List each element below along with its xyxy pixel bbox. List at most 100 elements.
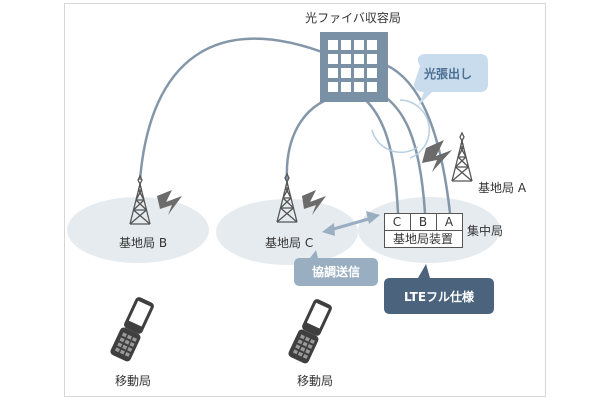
building-window bbox=[328, 54, 338, 64]
building-window bbox=[367, 40, 377, 50]
fiber-station-label: 光ファイバ収容局 bbox=[305, 10, 401, 25]
building-window bbox=[367, 54, 377, 64]
mobile-right-label: 移動局 bbox=[297, 374, 333, 388]
tower-brace bbox=[459, 146, 467, 158]
tower-brace bbox=[457, 156, 469, 168]
building-window bbox=[341, 68, 351, 78]
tower-brace bbox=[133, 209, 151, 225]
tower-brace bbox=[455, 156, 467, 168]
mobile-left-label: 移動局 bbox=[115, 374, 151, 388]
phone-key bbox=[297, 351, 303, 357]
phone-key bbox=[114, 347, 121, 353]
unit-c-label: C bbox=[393, 215, 401, 229]
coordination-arrow bbox=[322, 211, 380, 236]
unit-b-label: B bbox=[419, 215, 427, 229]
callout-lte-full: LTEフル仕様 bbox=[384, 264, 494, 314]
tower-brace bbox=[135, 199, 147, 211]
fiber-line-to-b bbox=[138, 37, 331, 181]
building-window bbox=[367, 68, 377, 78]
phone-key bbox=[304, 336, 310, 342]
phone-key bbox=[124, 352, 130, 357]
phone-lower bbox=[288, 329, 319, 364]
building-window bbox=[328, 68, 338, 78]
phone-key bbox=[300, 346, 306, 352]
tower-brace bbox=[137, 189, 145, 201]
building-window bbox=[341, 40, 351, 50]
tower-brace bbox=[133, 199, 145, 211]
base-station-c-label: 基地局 C bbox=[265, 236, 313, 250]
building-window bbox=[354, 54, 364, 64]
phone-key bbox=[297, 339, 303, 345]
tower-brace bbox=[137, 183, 141, 191]
fiber-line-to-c bbox=[285, 93, 346, 181]
phone-key bbox=[124, 339, 130, 345]
tower-c bbox=[276, 172, 298, 223]
base-station-equipment: C B A 基地局装置 bbox=[384, 213, 463, 248]
base-station-a-label: 基地局 A bbox=[478, 181, 527, 195]
tower-brace bbox=[280, 197, 292, 209]
fiber-extension-arc-inner bbox=[371, 129, 419, 154]
tower-brace bbox=[280, 207, 298, 223]
phone-key bbox=[117, 342, 123, 348]
phone-key bbox=[119, 349, 125, 355]
phone-key bbox=[129, 342, 135, 347]
tower-brace bbox=[284, 181, 288, 189]
phone-lower bbox=[110, 327, 141, 362]
phone-key bbox=[302, 354, 308, 359]
base-station-b-label: 基地局 B bbox=[119, 236, 167, 250]
phone-key bbox=[131, 337, 137, 342]
tower-brace bbox=[129, 209, 147, 225]
fiber-line-to-unit-c bbox=[359, 94, 400, 214]
building-window bbox=[354, 40, 364, 50]
tower-brace bbox=[135, 189, 143, 201]
fiber-line-to-unit-a bbox=[385, 63, 452, 214]
callout-lte-full-text: LTEフル仕様 bbox=[404, 289, 475, 304]
unit-a-label: A bbox=[445, 215, 454, 229]
phone-key bbox=[119, 337, 125, 343]
building-window bbox=[354, 68, 364, 78]
tower-brace bbox=[451, 166, 469, 182]
callout-fiber-extension: 光張出し bbox=[414, 54, 488, 106]
fiber-line-to-unit-b bbox=[373, 88, 427, 214]
phone-key bbox=[292, 349, 299, 355]
central-station-label: 集中局 bbox=[467, 223, 503, 238]
phone-key bbox=[127, 347, 133, 352]
mobile-phone-right bbox=[288, 299, 332, 364]
tower-a bbox=[451, 131, 473, 182]
phone-key bbox=[126, 334, 132, 340]
phone-key bbox=[122, 344, 128, 350]
fiber-station-building bbox=[320, 32, 388, 102]
fiber-lines bbox=[138, 37, 452, 214]
signal-bolt-b bbox=[157, 190, 182, 215]
tower-brace bbox=[455, 166, 473, 182]
tower-brace bbox=[282, 187, 290, 199]
coverage-area-b bbox=[67, 197, 209, 263]
building-window bbox=[354, 82, 364, 92]
tower-brace bbox=[276, 207, 294, 223]
tower-brace bbox=[459, 140, 463, 148]
callout-fiber-extension-text: 光張出し bbox=[423, 66, 472, 81]
equipment-label: 基地局装置 bbox=[393, 232, 453, 246]
phone-key bbox=[307, 344, 313, 349]
coverage-area-c bbox=[216, 199, 358, 265]
building-window bbox=[341, 82, 351, 92]
tower-b bbox=[129, 174, 151, 225]
tower-brace bbox=[457, 146, 465, 158]
fiber-extension-arc-outer bbox=[399, 99, 430, 159]
diagram-frame bbox=[64, 3, 546, 397]
callout-coordinated-tx-text: 協調送信 bbox=[312, 264, 360, 279]
phone-key bbox=[302, 341, 308, 347]
signal-bolt-c bbox=[302, 190, 326, 215]
tower-antenna bbox=[459, 131, 465, 143]
phone-key bbox=[295, 344, 301, 350]
tower-brace bbox=[282, 197, 294, 209]
callout-coordinated-tx: 協調送信 bbox=[294, 250, 378, 286]
phone-key bbox=[121, 332, 127, 338]
phone-screen bbox=[128, 300, 151, 327]
mobile-phone-left bbox=[110, 297, 154, 362]
building-window bbox=[328, 40, 338, 50]
signal-bolt-a bbox=[422, 140, 452, 172]
tower-brace bbox=[284, 187, 292, 199]
phone-key bbox=[305, 349, 311, 354]
